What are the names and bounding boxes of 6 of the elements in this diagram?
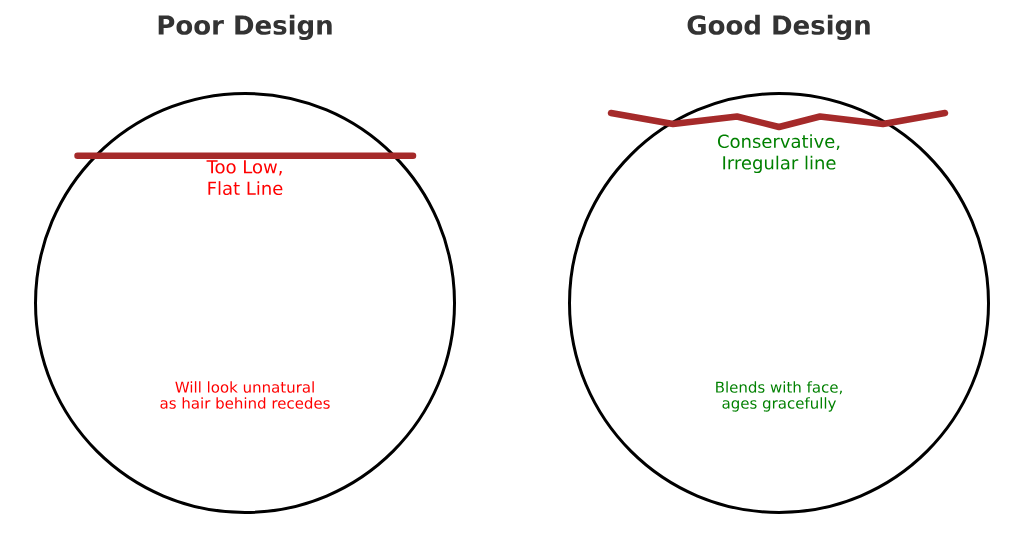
- note-text: Blends with face, ages gracefully: [716, 381, 842, 412]
- hairline-label: Conservative, Irregular line: [718, 134, 840, 174]
- note-text: Will look unnatural as hair behind recedes: [160, 381, 330, 409]
- panel-title: Good Design: [687, 14, 870, 41]
- panel-title: Poor Design: [158, 14, 332, 41]
- hairline-label: Too Low, Flat Line: [206, 160, 283, 196]
